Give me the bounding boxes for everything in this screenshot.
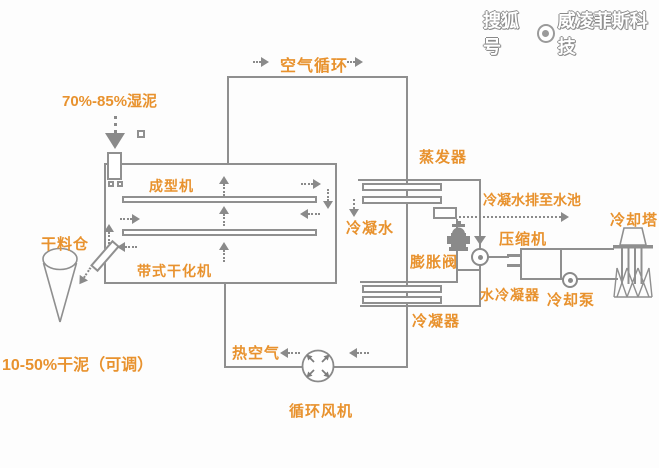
condenser-top-pipe bbox=[360, 281, 458, 283]
air-loop-left-line bbox=[227, 76, 229, 165]
dry-sludge-label: 10-50%干泥（可调） bbox=[2, 357, 154, 374]
watermark-logo-icon bbox=[536, 23, 555, 43]
watermark-prefix: 搜狐号 bbox=[483, 11, 519, 57]
belt-dryer-label: 带式干化机 bbox=[137, 263, 212, 279]
hot-air-left-arrow-icon bbox=[280, 348, 300, 358]
compressor-pump-icon bbox=[471, 248, 489, 266]
valve-branch-pipe bbox=[456, 269, 481, 271]
watermark: 搜狐号 威凌菲斯科技 bbox=[483, 7, 659, 59]
water-condenser-box bbox=[520, 248, 562, 280]
evaporator-coil-1 bbox=[362, 183, 442, 191]
circulation-fan-label: 循环风机 bbox=[289, 403, 354, 420]
condensate-drain-label: 冷凝水排至水池 bbox=[483, 192, 581, 208]
expansion-valve-icon bbox=[447, 221, 470, 251]
condenser-bottom-pipe bbox=[360, 305, 481, 307]
compressor-prong-1 bbox=[507, 254, 522, 257]
air-up-arrow-icon bbox=[219, 176, 229, 196]
belt-dryer-box bbox=[104, 163, 337, 284]
sludge-inlet-hopper bbox=[107, 152, 122, 180]
air-return-duct-line bbox=[224, 283, 226, 368]
water-condenser-label: 水冷凝器 bbox=[480, 287, 540, 303]
watermark-brand: 威凌菲斯科技 bbox=[557, 11, 648, 57]
evaporator-collector-box bbox=[433, 207, 457, 219]
refrigerant-down-arrow-icon bbox=[474, 236, 486, 245]
dry-silo-label: 干料仓 bbox=[41, 236, 90, 253]
hot-air-label: 热空气 bbox=[232, 345, 281, 362]
wet-sludge-inlet-arrow-icon bbox=[105, 116, 125, 149]
condensate-drain-arrow-icon bbox=[459, 212, 569, 222]
air-up-arrow-icon bbox=[219, 206, 229, 226]
air-circulation-label: 空气循环 bbox=[280, 58, 349, 75]
cooling-pump-icon bbox=[562, 272, 578, 288]
wet-sludge-label: 70%-85%湿泥 bbox=[62, 93, 158, 110]
evaporator-label: 蒸发器 bbox=[419, 149, 468, 166]
air-flow-arrow-icon bbox=[253, 57, 269, 67]
air-right-arrow-icon bbox=[120, 214, 140, 224]
circulation-fan-icon bbox=[301, 349, 335, 383]
inlet-detail-square bbox=[137, 130, 145, 138]
belt-conveyor-lower bbox=[122, 229, 317, 236]
air-right-arrow-icon bbox=[301, 179, 321, 189]
condenser-coil-2 bbox=[362, 296, 442, 304]
condenser-label: 冷凝器 bbox=[412, 313, 461, 330]
evaporator-down-pipe bbox=[479, 179, 481, 249]
hopper-detail-square-1 bbox=[108, 181, 114, 187]
condensate-drip-arrow-icon bbox=[349, 199, 359, 217]
air-left-arrow-icon bbox=[300, 209, 320, 219]
air-loop-right-line bbox=[406, 76, 408, 368]
air-up-arrow-icon bbox=[104, 224, 114, 244]
air-loop-top-line bbox=[228, 76, 407, 78]
expansion-valve-label: 膨胀阀 bbox=[410, 254, 459, 271]
tower-supply-pipe bbox=[562, 248, 614, 250]
air-flow-arrow-icon bbox=[347, 57, 363, 67]
cone-silo-icon bbox=[42, 247, 78, 323]
hopper-detail-square-2 bbox=[117, 181, 123, 187]
evaporator-coil-2 bbox=[362, 196, 442, 204]
condenser-coil-1 bbox=[362, 285, 442, 293]
air-left-arrow-icon bbox=[117, 242, 137, 252]
condensate-label: 冷凝水 bbox=[346, 220, 395, 237]
belt-conveyor-upper bbox=[122, 196, 317, 203]
forming-machine-label: 成型机 bbox=[149, 178, 194, 194]
compressor-right-pipe bbox=[488, 256, 509, 258]
compressor-prong-2 bbox=[507, 264, 522, 267]
cooling-tower-icon bbox=[613, 227, 653, 298]
evaporator-top-pipe bbox=[358, 179, 481, 181]
cooling-tower-label: 冷却塔 bbox=[610, 212, 659, 229]
cooling-pump-label: 冷却泵 bbox=[547, 292, 596, 309]
compressor-down-pipe bbox=[479, 265, 481, 306]
air-down-arrow-icon bbox=[323, 189, 333, 209]
hot-air-left-arrow-icon bbox=[349, 348, 369, 358]
tower-return-pipe bbox=[562, 278, 618, 280]
air-up-arrow-icon bbox=[219, 242, 229, 262]
compressor-label: 压缩机 bbox=[499, 231, 548, 248]
